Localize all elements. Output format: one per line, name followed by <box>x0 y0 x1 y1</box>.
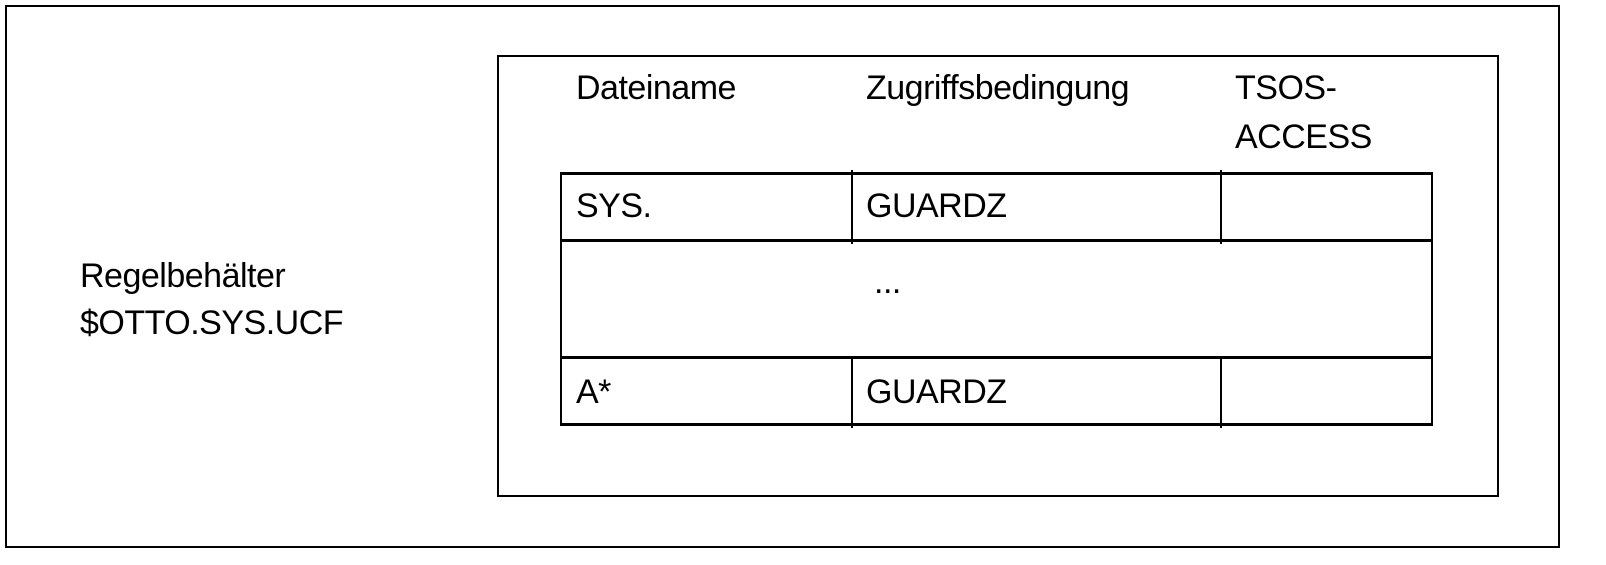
table-border-top <box>560 172 1433 175</box>
row-ellipsis: ... <box>874 263 901 301</box>
table-border-bottom <box>560 423 1433 426</box>
container-label-line2: $OTTO.SYS.UCF <box>80 304 344 342</box>
container-label-line1: Regelbehälter <box>80 257 286 295</box>
row3-condition: GUARDZ <box>866 373 1007 411</box>
header-condition: Zugriffsbedingung <box>866 69 1130 107</box>
table-border-right <box>1431 172 1433 426</box>
header-tsos-line2: ACCESS <box>1235 118 1372 156</box>
rule-container-box <box>497 55 1499 497</box>
table-row-divider <box>560 356 1433 359</box>
column-divider <box>851 356 853 428</box>
header-filename: Dateiname <box>576 69 736 107</box>
row3-filename: A* <box>576 373 611 411</box>
row1-condition: GUARDZ <box>866 187 1007 225</box>
header-tsos-line1: TSOS- <box>1235 69 1337 107</box>
column-divider <box>1220 356 1222 428</box>
column-divider <box>1220 170 1222 244</box>
table-border-left <box>560 172 562 426</box>
outer-frame <box>5 5 1560 548</box>
row1-filename: SYS. <box>576 187 652 225</box>
table-row-divider <box>560 239 1433 242</box>
column-divider <box>851 170 853 244</box>
